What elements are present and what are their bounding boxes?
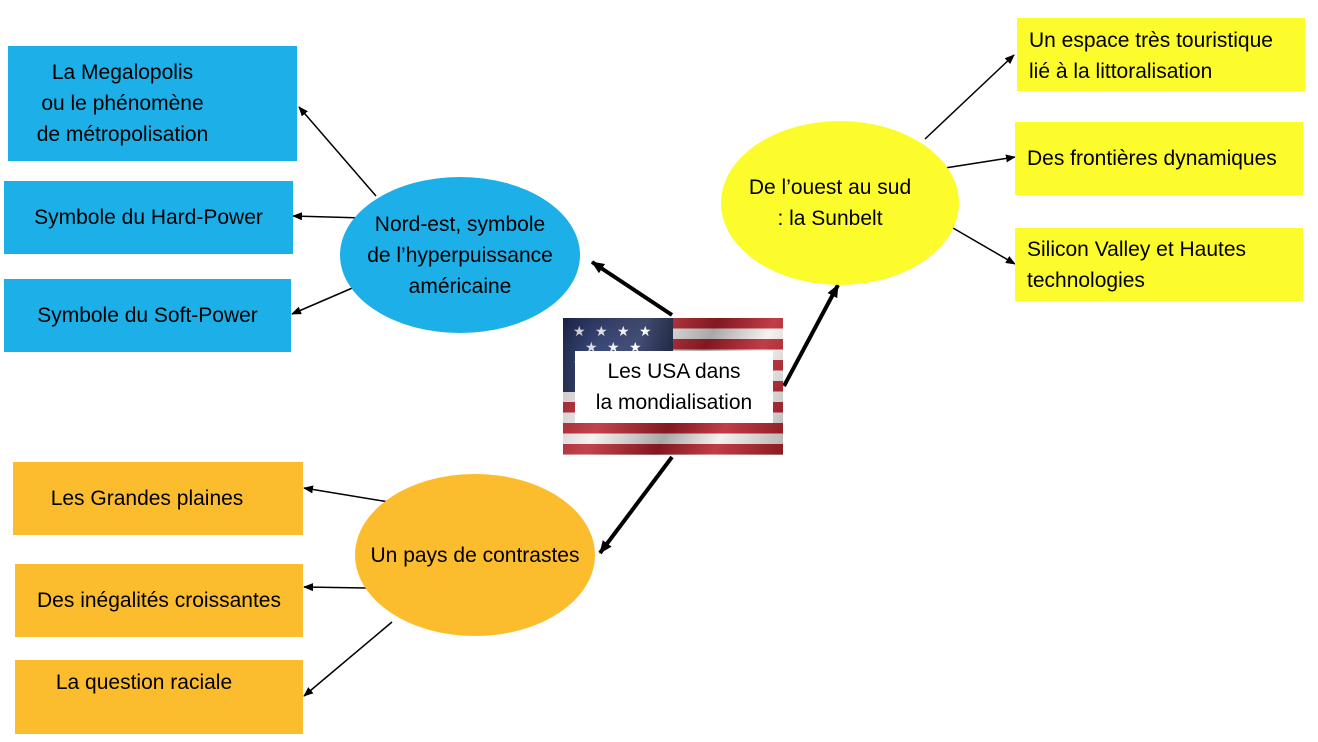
node-grandes-plaines: Les Grandes plaines xyxy=(13,462,303,535)
node-question-raciale: La question raciale xyxy=(15,660,303,734)
arrow-northeast-to-megalopolis xyxy=(298,106,377,197)
node-megalopolis: La Megalopolis ou le phénomène de métrop… xyxy=(8,46,297,161)
arrow-contrasts-to-plaines xyxy=(303,485,390,503)
center-title-line-1: Les USA dans xyxy=(607,360,741,383)
node-silicon-valley: Silicon Valley et Hautes technologies xyxy=(1015,228,1303,301)
node-hard-power: Symbole du Hard-Power xyxy=(4,181,293,254)
arrow-center-to-contrasts xyxy=(598,455,674,555)
node-center-title: Les USA dans la mondialisation xyxy=(575,351,773,423)
arrow-contrasts-to-raciale xyxy=(303,621,393,697)
node-northeast: Nord-est, symbole de l’hyperpuissance am… xyxy=(340,177,580,333)
arrow-center-to-northeast xyxy=(590,260,674,317)
arrow-northeast-to-softpower xyxy=(291,285,358,315)
arrow-sunbelt-to-silicon xyxy=(952,227,1016,265)
node-frontiers: Des frontières dynamiques xyxy=(1015,122,1303,195)
node-soft-power: Symbole du Soft-Power xyxy=(4,279,291,352)
arrow-sunbelt-to-frontiers xyxy=(944,154,1016,169)
node-tourism: Un espace très touristique lié à la litt… xyxy=(1017,18,1305,91)
arrow-contrasts-to-inegalites xyxy=(303,583,367,592)
node-inegalites: Des inégalités croissantes xyxy=(15,564,303,637)
center-title-line-2: la mondialisation xyxy=(595,391,753,414)
arrow-sunbelt-to-tourism xyxy=(924,54,1015,140)
arrow-center-to-sunbelt xyxy=(782,284,840,387)
node-sunbelt: De l’ouest au sud : la Sunbelt xyxy=(721,121,959,285)
node-contrasts: Un pays de contrastes xyxy=(355,474,595,636)
arrow-northeast-to-hardpower xyxy=(292,212,365,221)
